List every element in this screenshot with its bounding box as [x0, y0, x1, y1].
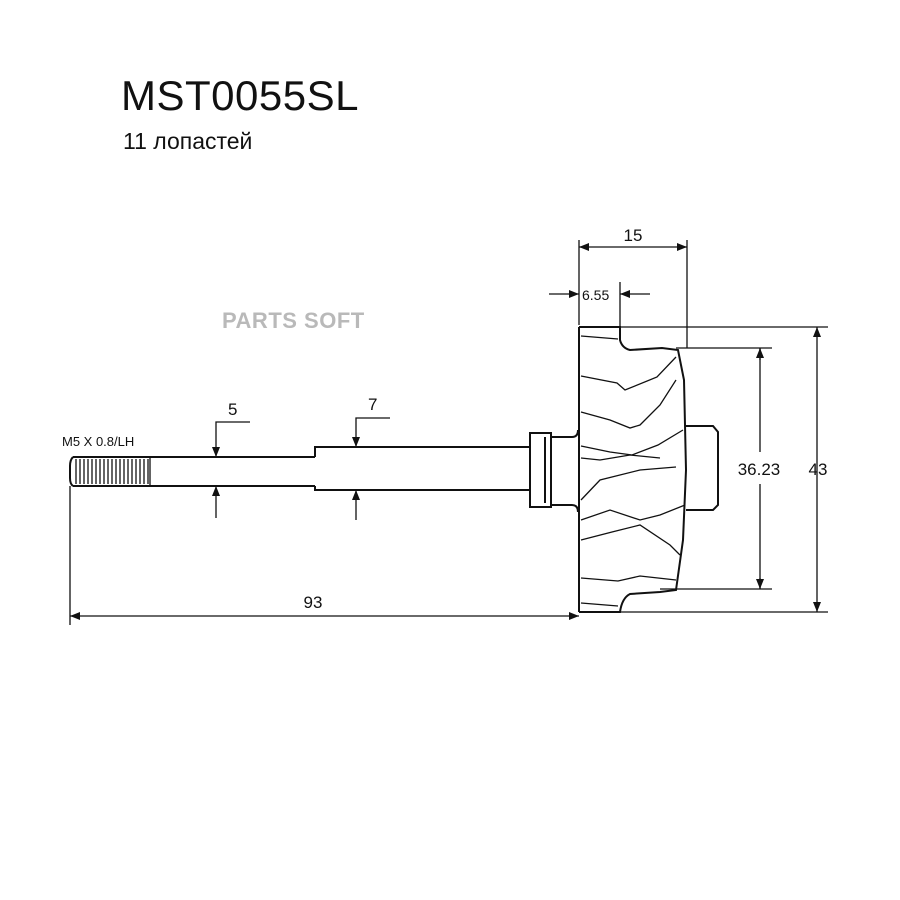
dim-shaft-large-dia: 7 [368, 395, 377, 414]
dimension-lines [69, 240, 828, 625]
thread-spec-label: M5 X 0.8/LH [62, 434, 134, 449]
blades [580, 335, 686, 607]
collar [529, 429, 579, 513]
watermark: PARTS SOFT [222, 308, 365, 333]
dim-wheel-width: 15 [624, 226, 643, 245]
dim-shaft-small-dia: 5 [228, 400, 237, 419]
dim-overall-length: 93 [304, 593, 323, 612]
blade-count-subtitle: 11 лопастей [123, 128, 253, 154]
part-number-title: MST0055SL [121, 72, 359, 119]
compressor-wheel [578, 326, 719, 613]
wheel-nose [686, 425, 719, 511]
dim-wheel-dia: 43 [809, 460, 828, 479]
dim-inducer-dia: 36.23 [738, 460, 781, 479]
shaft [69, 429, 579, 513]
dim-blade-offset: 6.55 [582, 287, 609, 303]
thread-section [75, 457, 151, 486]
